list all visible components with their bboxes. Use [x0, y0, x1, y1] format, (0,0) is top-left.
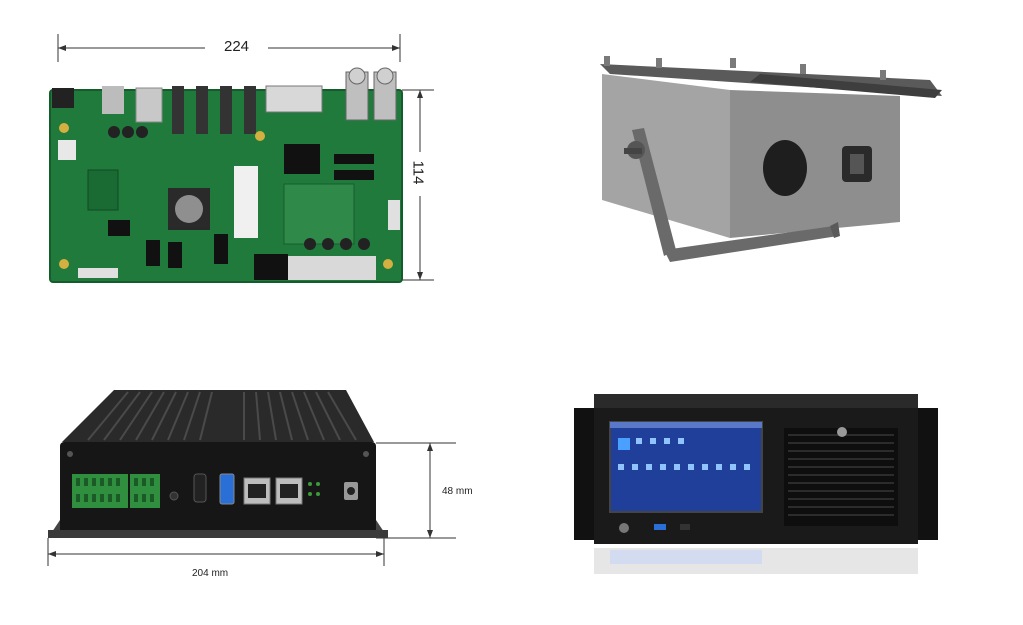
box-width-label: 204 mm: [192, 568, 229, 579]
board-width-label: 224: [224, 38, 250, 55]
box-height-label: 48 mm: [442, 486, 473, 497]
board-height-label: 114: [409, 160, 427, 185]
board-image: [49, 67, 403, 283]
box-computer-image: [48, 390, 388, 538]
camera-enclosure-image: [600, 56, 942, 262]
rack-server-image: [574, 394, 938, 574]
